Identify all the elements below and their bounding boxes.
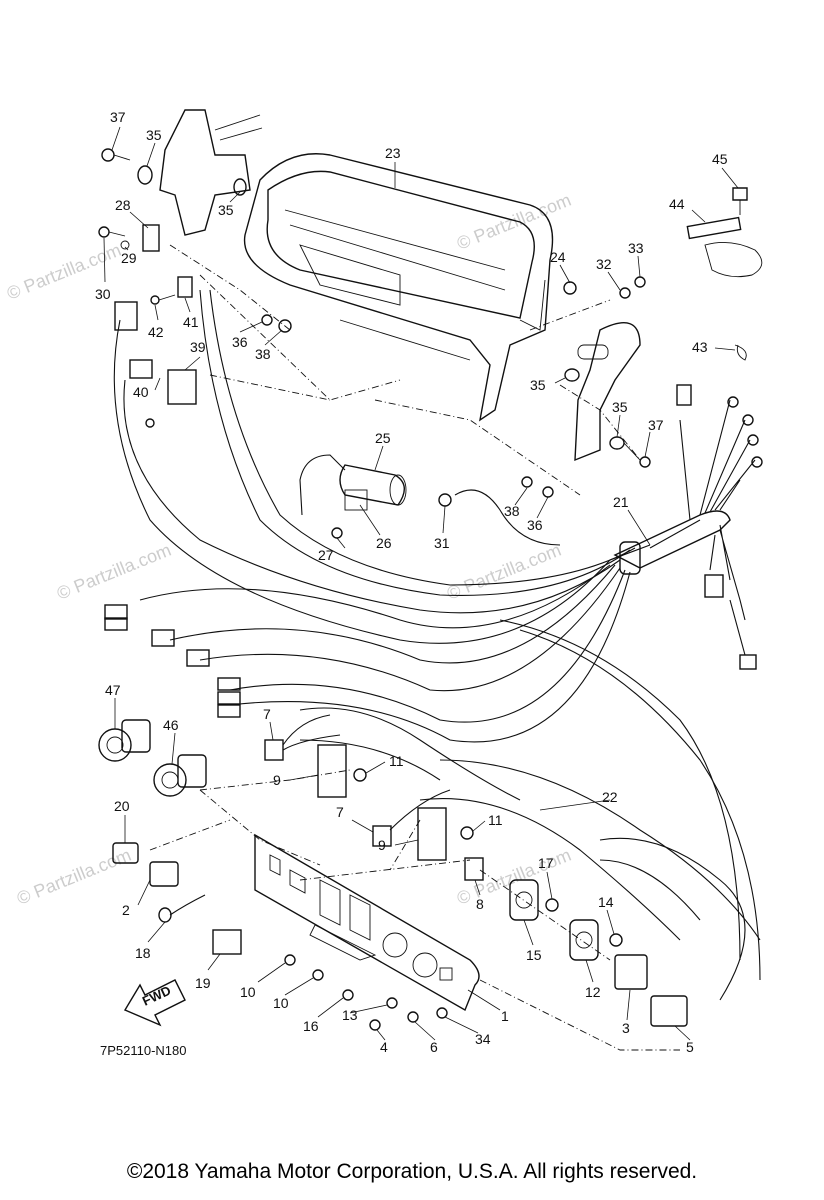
callout-35: 35 bbox=[218, 202, 234, 218]
callout-9: 9 bbox=[378, 837, 386, 853]
callout-7: 7 bbox=[263, 706, 271, 722]
watermark: © Partzilla.com bbox=[444, 540, 564, 604]
callout-31: 31 bbox=[434, 535, 450, 551]
left-bracket bbox=[159, 109, 263, 236]
callout-10: 10 bbox=[240, 984, 256, 1000]
callout-35: 35 bbox=[530, 377, 546, 393]
fwd-arrow-icon: FWD bbox=[123, 979, 186, 1027]
callout-3: 3 bbox=[622, 1020, 630, 1036]
assembly-lines bbox=[149, 244, 680, 1051]
callout-21: 21 bbox=[613, 494, 629, 510]
callout-8: 8 bbox=[476, 896, 484, 912]
callout-12: 12 bbox=[585, 984, 601, 1000]
left-small-parts bbox=[112, 842, 242, 955]
clamp-detail bbox=[686, 187, 763, 278]
callout-37: 37 bbox=[648, 417, 664, 433]
callout-33: 33 bbox=[628, 240, 644, 256]
callout-35: 35 bbox=[146, 127, 162, 143]
copyright-notice: ©2018 Yamaha Motor Corporation, U.S.A. A… bbox=[126, 1160, 698, 1183]
callout-38: 38 bbox=[504, 503, 520, 519]
callout-7: 7 bbox=[336, 804, 344, 820]
callout-46: 46 bbox=[163, 717, 179, 733]
console-housing bbox=[243, 153, 554, 422]
callout-25: 25 bbox=[375, 430, 391, 446]
callout-11: 11 bbox=[389, 753, 404, 769]
callout-24: 24 bbox=[550, 249, 566, 265]
watermark: © Partzilla.com bbox=[454, 845, 574, 909]
callout-4: 4 bbox=[380, 1039, 388, 1055]
wire-bundle bbox=[113, 289, 761, 1001]
callout-44: 44 bbox=[669, 196, 685, 212]
screws bbox=[284, 954, 448, 1031]
callouts: 37 35 35 23 28 29 30 42 41 36 38 39 40 4… bbox=[95, 109, 728, 1055]
callout-23: 23 bbox=[385, 145, 401, 161]
callout-18: 18 bbox=[135, 945, 151, 961]
right-leads bbox=[676, 384, 763, 670]
reference-code: 7P52110-N180 bbox=[100, 1043, 187, 1058]
callout-35: 35 bbox=[612, 399, 628, 415]
callout-13: 13 bbox=[342, 1007, 358, 1023]
callout-5: 5 bbox=[686, 1039, 694, 1055]
callout-10: 10 bbox=[273, 995, 289, 1011]
callout-19: 19 bbox=[195, 975, 211, 991]
callout-1: 1 bbox=[501, 1008, 509, 1024]
callout-14: 14 bbox=[598, 894, 614, 910]
fwd-label: FWD bbox=[140, 983, 173, 1009]
callout-38: 38 bbox=[255, 346, 271, 362]
watermark: © Partzilla.com bbox=[454, 190, 574, 254]
callout-16: 16 bbox=[303, 1018, 319, 1034]
callout-15: 15 bbox=[526, 947, 542, 963]
callout-32: 32 bbox=[596, 256, 612, 272]
left-connectors bbox=[104, 301, 241, 718]
switch-components bbox=[264, 714, 484, 881]
callout-42: 42 bbox=[148, 324, 164, 340]
callout-37: 37 bbox=[110, 109, 126, 125]
callout-40: 40 bbox=[133, 384, 149, 400]
watermark: © Partzilla.com bbox=[14, 845, 134, 909]
wiring-harness-diagram: © Partzilla.com © Partzilla.com © Partzi… bbox=[4, 109, 763, 1058]
callout-20: 20 bbox=[114, 798, 130, 814]
callout-11: 11 bbox=[488, 812, 503, 828]
callout-2: 2 bbox=[122, 902, 130, 918]
callout-45: 45 bbox=[712, 151, 728, 167]
callout-29: 29 bbox=[121, 250, 137, 266]
callout-28: 28 bbox=[115, 197, 131, 213]
key-switches bbox=[98, 719, 207, 797]
switch-panel bbox=[254, 833, 480, 1012]
capacitor-group bbox=[299, 454, 561, 546]
callout-34: 34 bbox=[475, 1031, 491, 1047]
watermark: © Partzilla.com bbox=[54, 540, 174, 604]
upper-fasteners bbox=[98, 148, 747, 468]
right-bracket bbox=[574, 322, 641, 462]
callout-39: 39 bbox=[190, 339, 206, 355]
callout-22: 22 bbox=[602, 789, 618, 805]
leader-lines bbox=[103, 126, 739, 1041]
callout-27: 27 bbox=[318, 547, 334, 563]
callout-43: 43 bbox=[692, 339, 708, 355]
callout-47: 47 bbox=[105, 682, 121, 698]
callout-30: 30 bbox=[95, 286, 111, 302]
callout-41: 41 bbox=[183, 314, 199, 330]
callout-26: 26 bbox=[376, 535, 392, 551]
callout-9: 9 bbox=[273, 772, 281, 788]
callout-6: 6 bbox=[430, 1039, 438, 1055]
callout-17: 17 bbox=[538, 855, 554, 871]
callout-36: 36 bbox=[232, 334, 248, 350]
callout-36: 36 bbox=[527, 517, 543, 533]
